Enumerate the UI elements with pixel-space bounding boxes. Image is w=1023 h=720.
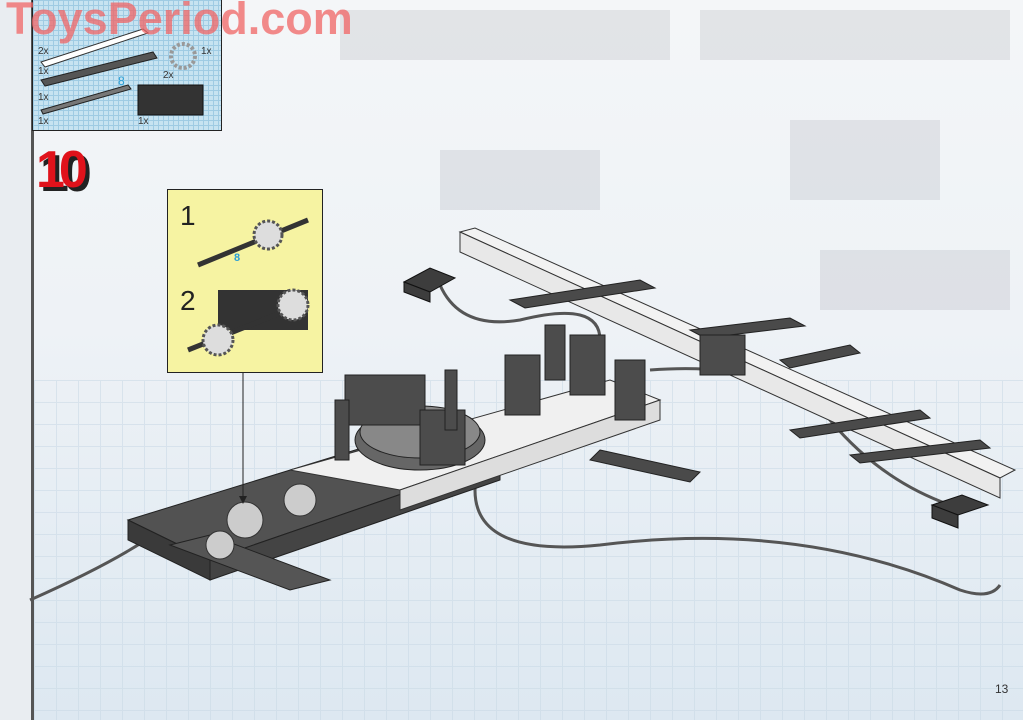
- gear-icon: [169, 42, 197, 70]
- substep-1-axle-label: 8: [234, 252, 241, 264]
- parts-list-box: 2x 1x 1x 8 1x 1x 2x 1x: [32, 0, 222, 131]
- battery-boxes: [402, 267, 990, 529]
- watermark: ToysPeriod.com: [6, 0, 353, 44]
- substep-2-number: 2: [180, 285, 196, 316]
- axle-length-label: 8: [118, 74, 125, 88]
- parts-drawings: [40, 28, 204, 116]
- page-number: 13: [995, 682, 1009, 696]
- qty-technic-brick: 1x: [138, 116, 149, 127]
- substep-1-number: 1: [180, 200, 196, 231]
- page-fold: [31, 0, 34, 720]
- subassembly-box: 1 2 8: [167, 189, 323, 373]
- step-number: 10: [36, 141, 88, 199]
- ghost-previous-steps: [340, 10, 1010, 310]
- qty-bush: 1x: [201, 46, 212, 57]
- previous-page-edge: [0, 0, 31, 720]
- qty-axle-2: 1x: [38, 116, 49, 127]
- turntable-and-gears: [205, 324, 746, 560]
- callout-arrowhead: [239, 496, 247, 504]
- qty-axle: 1x: [38, 92, 49, 103]
- qty-white-plate: 2x: [38, 46, 49, 57]
- qty-grey-plate: 1x: [38, 66, 49, 77]
- qty-gear: 2x: [163, 70, 174, 81]
- subassembly-drawings: [187, 217, 310, 357]
- dark-plates: [508, 279, 992, 483]
